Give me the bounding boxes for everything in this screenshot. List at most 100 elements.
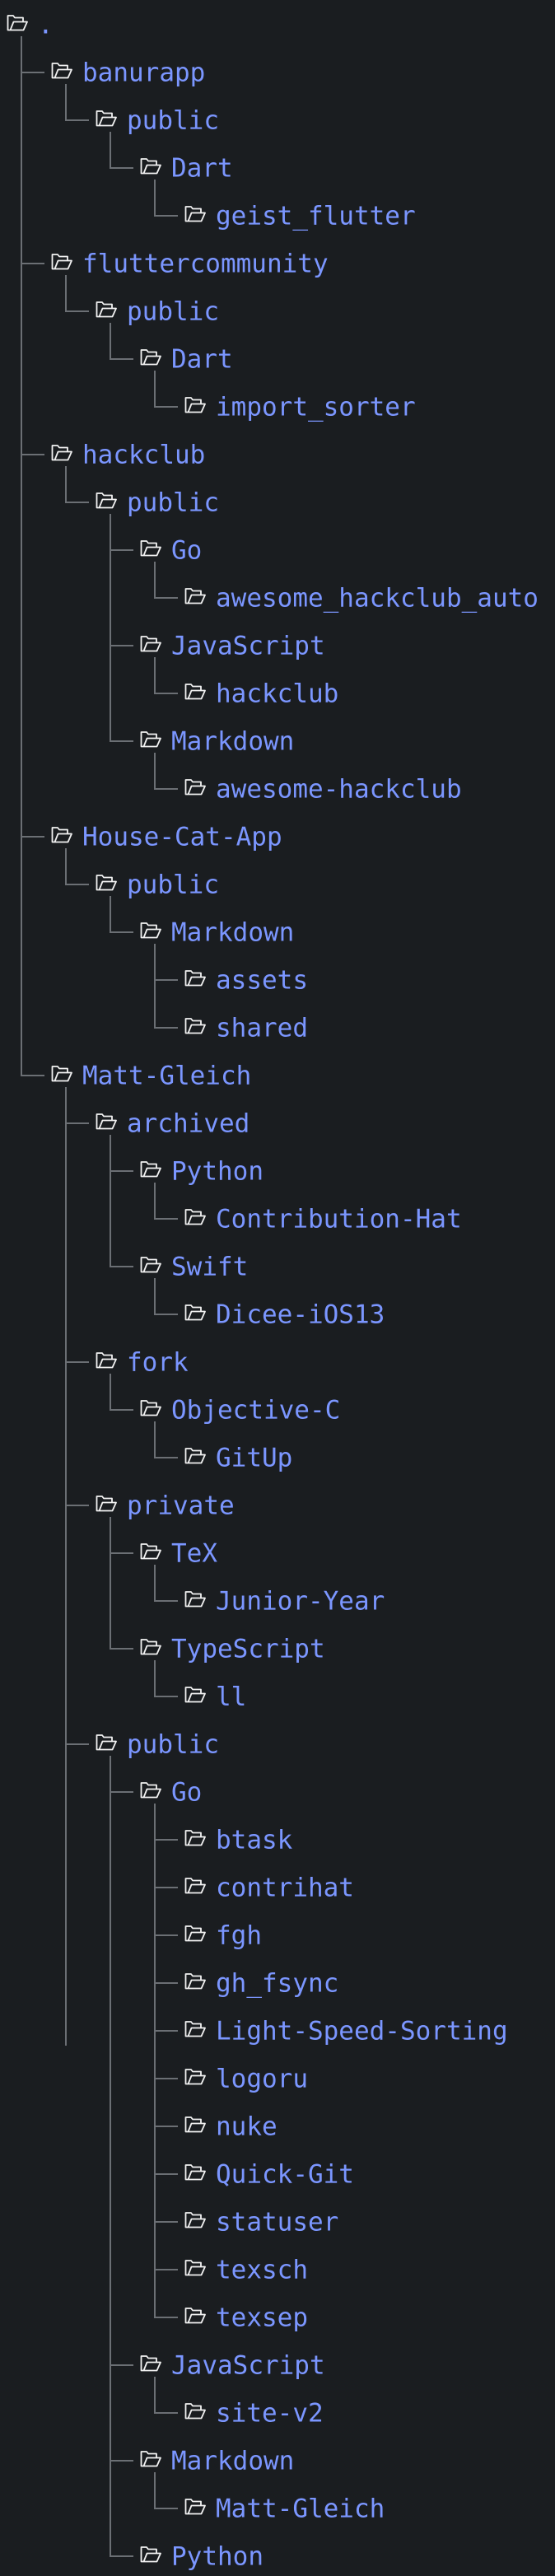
tree-node-3[interactable]: TeX (140, 1533, 217, 1571)
tree-node-4[interactable]: Matt-Gleich (184, 2489, 385, 2527)
folder-open-icon (140, 635, 161, 653)
tree-node-4[interactable]: Junior-Year (184, 1581, 385, 1619)
tree-node-label: Dart (171, 344, 233, 375)
tree-node-3[interactable]: Markdown (140, 2441, 294, 2479)
tree-node-3[interactable]: Markdown (140, 912, 294, 950)
tree-node-label: House-Cat-App (82, 822, 282, 852)
tree-node-2[interactable]: archived (96, 1104, 250, 1141)
tree-node-4[interactable]: texsep (184, 2298, 308, 2336)
tree-guide-line (154, 2472, 156, 2508)
tree-node-label: public (127, 1729, 219, 1760)
tree-node-1[interactable]: banurapp (51, 53, 205, 91)
tree-node-2[interactable]: public (96, 292, 219, 329)
tree-node-4[interactable]: fgh (184, 1916, 262, 1953)
tree-node-4[interactable]: gh_fsync (184, 1963, 338, 2001)
tree-node-3[interactable]: Objective-C (140, 1390, 340, 1428)
folder-open-icon (96, 1113, 117, 1131)
tree-node-label: archived (127, 1108, 250, 1139)
tree-node-4[interactable]: Quick-Git (184, 2154, 354, 2192)
tree-node-4[interactable]: geist_flutter (184, 196, 416, 234)
tree-node-1[interactable]: Matt-Gleich (51, 1056, 251, 1094)
tree-guide-line (110, 2555, 133, 2557)
folder-open-icon (140, 2450, 161, 2468)
tree-node-4[interactable]: Contribution-Hat (184, 1199, 462, 1237)
tree-node-2[interactable]: private (96, 1486, 235, 1524)
tree-node-3[interactable]: Markdown (140, 721, 294, 759)
folder-open-icon (51, 62, 72, 80)
tree-node-label: Markdown (171, 917, 295, 948)
tree-node-label: contrihat (216, 1873, 354, 1903)
tree-node-4[interactable]: import_sorter (184, 387, 416, 425)
folder-open-icon (51, 1065, 72, 1083)
tree-node-3[interactable]: Dart (140, 148, 233, 186)
tree-guide-line (110, 1409, 133, 1411)
folder-open-icon (184, 2402, 206, 2420)
tree-node-4[interactable]: awesome_hackclub_auto (184, 578, 539, 616)
tree-node-4[interactable]: nuke (184, 2107, 278, 2144)
tree-node-label: Dart (171, 153, 233, 184)
tree-node-label: JavaScript (171, 631, 325, 661)
folder-open-icon (51, 826, 72, 844)
tree-node-4[interactable]: ll (184, 1677, 246, 1715)
tree-guide-line (65, 848, 67, 884)
tree-node-3[interactable]: JavaScript (140, 626, 325, 664)
tree-guide-line (65, 1743, 67, 2046)
folder-open-icon (140, 1542, 161, 1561)
tree-node-3[interactable]: Python (140, 1151, 264, 1189)
tree-guide-line (110, 2460, 133, 2462)
folder-open-icon (140, 2354, 161, 2373)
tree-guide-line (154, 979, 178, 981)
tree-guide-line (154, 944, 156, 1027)
tree-node-2[interactable]: public (96, 100, 219, 138)
tree-node-4[interactable]: Light-Speed-Sorting (184, 2011, 508, 2049)
tree-node-3[interactable]: TypeScript (140, 1629, 325, 1667)
tree-guide-line (21, 72, 44, 73)
folder-open-icon (184, 2211, 206, 2229)
tree-node-3[interactable]: Swift (140, 1247, 248, 1285)
tree-node-4[interactable]: logoru (184, 2059, 308, 2097)
tree-node-label: nuke (216, 2112, 278, 2142)
tree-node-1[interactable]: fluttercommunity (51, 244, 329, 282)
tree-node-2[interactable]: public (96, 865, 219, 903)
tree-node-1[interactable]: hackclub (51, 435, 205, 473)
tree-node-3[interactable]: Dart (140, 339, 233, 377)
tree-node-0[interactable]: . (7, 5, 54, 43)
folder-open-icon (140, 2546, 161, 2564)
tree-node-4[interactable]: shared (184, 1008, 308, 1046)
tree-guide-line (154, 2078, 178, 2079)
tree-node-4[interactable]: GitUp (184, 1438, 292, 1476)
tree-guide-line (154, 2377, 156, 2412)
tree-node-1[interactable]: House-Cat-App (51, 817, 282, 855)
tree-node-3[interactable]: Go (140, 530, 202, 568)
tree-guide-line (110, 1648, 133, 1650)
tree-node-2[interactable]: fork (96, 1342, 189, 1380)
tree-node-label: JavaScript (171, 2350, 325, 2381)
folder-open-icon (184, 1925, 206, 1943)
tree-node-4[interactable]: btask (184, 1820, 292, 1858)
tree-guide-line (110, 2364, 133, 2366)
tree-node-label: Go (171, 535, 203, 566)
tree-node-4[interactable]: texsch (184, 2250, 308, 2288)
tree-guide-line (65, 119, 89, 121)
tree-node-label: hackclub (216, 679, 339, 709)
tree-guide-line (154, 1027, 178, 1029)
tree-node-3[interactable]: JavaScript (140, 2345, 325, 2383)
folder-open-icon (184, 396, 206, 414)
tree-node-4[interactable]: statuser (184, 2202, 338, 2240)
tree-node-3[interactable]: Python (140, 2536, 264, 2574)
tree-node-label: Contribution-Hat (216, 1204, 462, 1234)
folder-open-icon (184, 587, 206, 605)
tree-node-4[interactable]: site-v2 (184, 2393, 324, 2431)
tree-guide-line (110, 1374, 111, 1409)
tree-guide-line (110, 1791, 133, 1793)
tree-node-3[interactable]: Go (140, 1772, 202, 1810)
tree-node-4[interactable]: contrihat (184, 1868, 354, 1906)
tree-node-4[interactable]: awesome-hackclub (184, 769, 462, 807)
tree-node-2[interactable]: public (96, 1724, 219, 1762)
tree-node-label: import_sorter (216, 392, 416, 422)
tree-node-4[interactable]: hackclub (184, 674, 338, 712)
tree-node-2[interactable]: public (96, 483, 219, 520)
tree-node-4[interactable]: Dicee-iOS13 (184, 1295, 385, 1332)
tree-guide-line (154, 2317, 178, 2318)
tree-node-4[interactable]: assets (184, 960, 308, 998)
